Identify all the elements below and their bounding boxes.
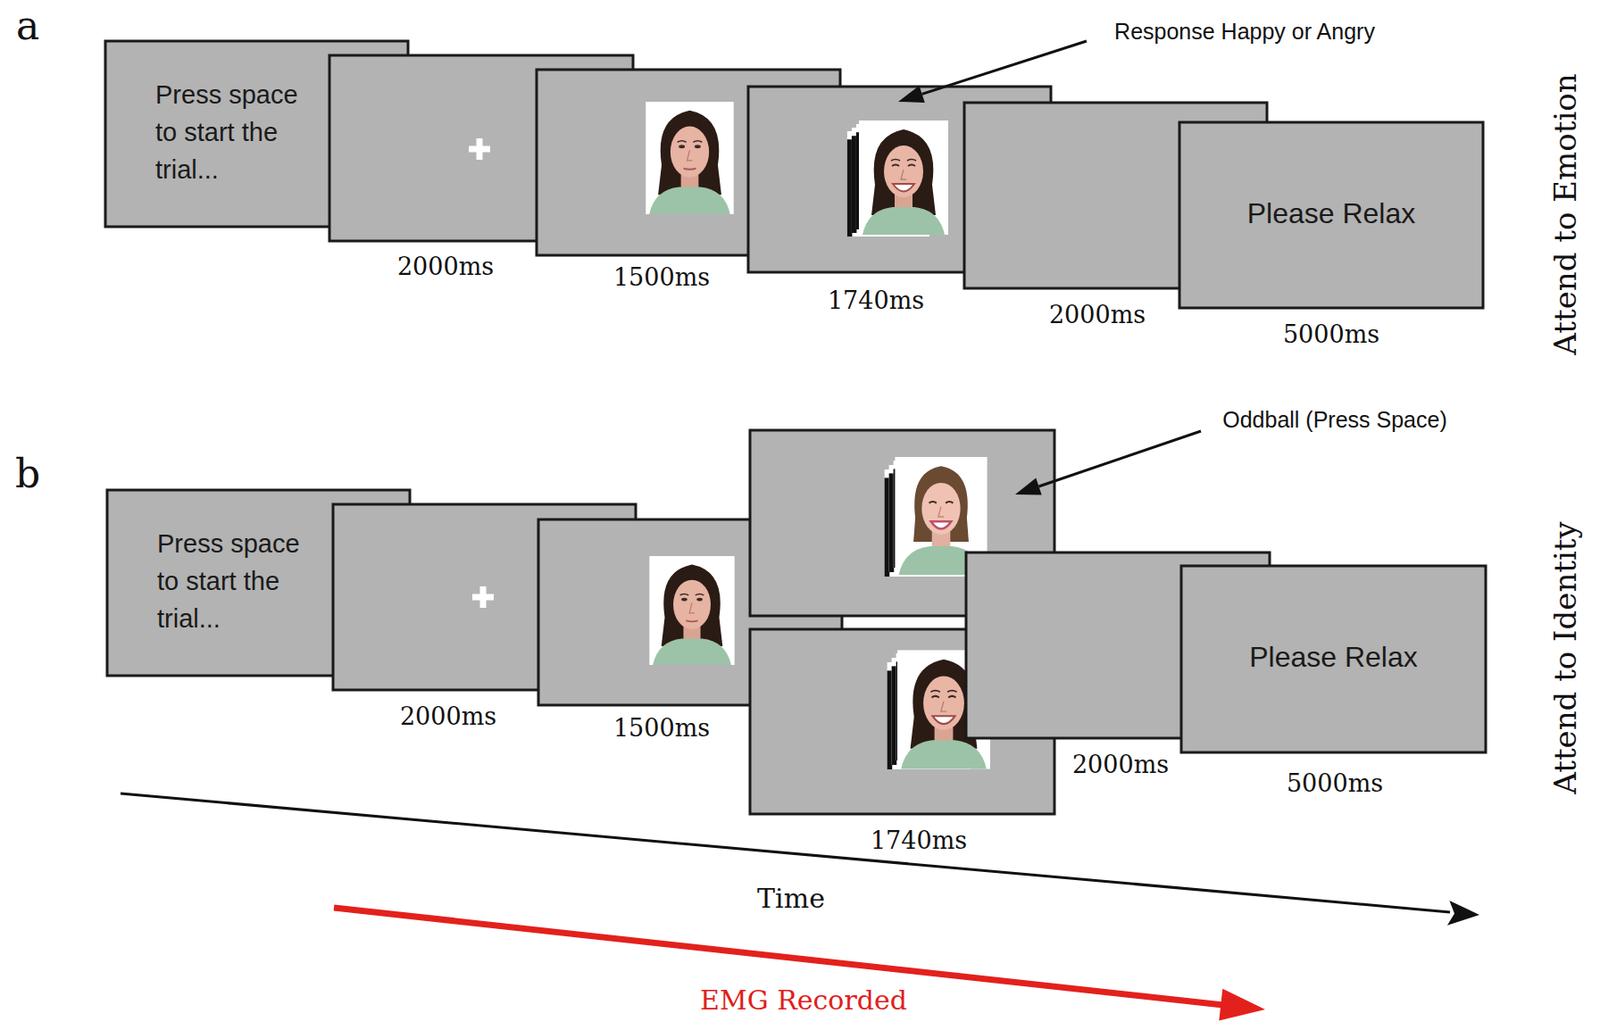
neutral-face [649,556,734,666]
arrowhead [1015,478,1042,496]
screen-sequence-a [105,41,841,256]
arrowhead [1218,989,1266,1022]
relax-screen-text-box: Please Relax [1181,566,1486,753]
happy-face [858,120,949,235]
fixation-cross [468,138,491,160]
duration-label: 2000ms [1049,301,1146,329]
relax-screen-text-box: Please Relax [1179,122,1484,309]
callout-text: Response Happy or Angry [1114,19,1375,45]
callout-arrow [1039,431,1202,487]
duration-label: 2000ms [400,703,497,731]
duration-label: 5000ms [1283,321,1380,349]
duration-label: 1500ms [613,715,710,742]
duration-label: 1500ms [613,264,710,292]
relax-text: Please Relax [1247,197,1417,231]
duration-label: 2000ms [397,253,494,281]
start-screen-text-box: Press space to start the trial... [105,41,409,227]
time-axis [120,793,1450,913]
condition-label: Attend to Identity [1549,521,1583,794]
fixation-cross [472,586,494,609]
panel-letter: b [15,452,41,496]
instruction-text: Press space to start the trial... [157,525,327,638]
relax-screen [1181,566,1486,753]
duration-label: 2000ms [1072,751,1169,779]
screen-sequence-b [107,490,842,706]
relax-screen [1179,122,1484,309]
duration-label: 5000ms [1286,770,1384,798]
neutral-face [645,101,734,215]
duration-label: 1740ms [827,287,925,315]
arrowhead [898,85,925,103]
callout-arrow [922,41,1087,94]
condition-label: Attend to Emotion [1549,73,1583,355]
duration-label: 1740ms [870,827,967,855]
arrowhead [1447,900,1480,926]
axis-label: Time [757,883,825,914]
callout-text: Oddball (Press Space) [1222,408,1448,434]
panel-letter: a [16,4,40,48]
emg-label: EMG Recorded [700,985,908,1016]
start-screen-text-box: Press space to start the trial... [107,490,410,676]
relax-text: Please Relax [1249,641,1418,675]
instruction-text: Press space to start the trial... [155,75,325,189]
